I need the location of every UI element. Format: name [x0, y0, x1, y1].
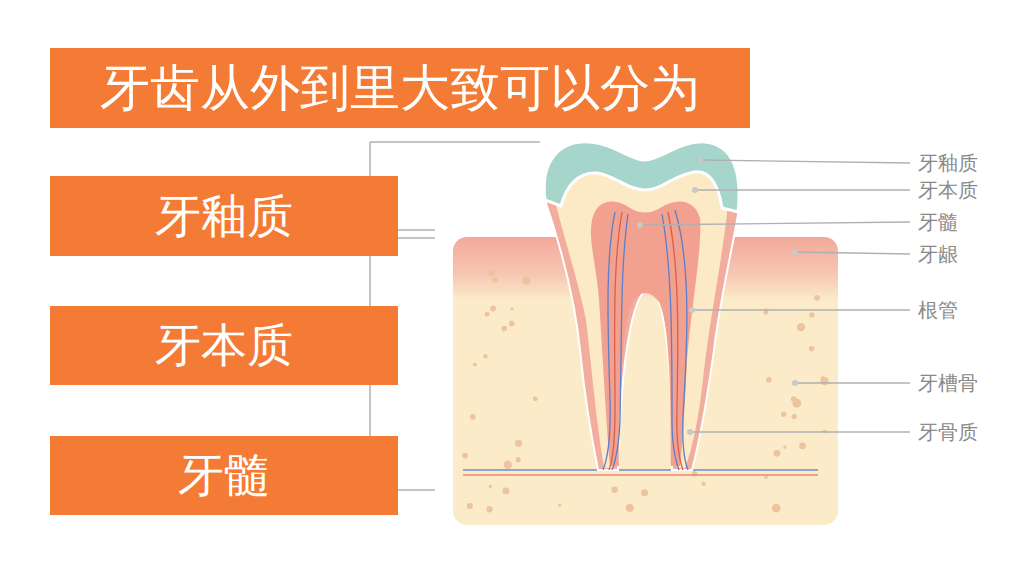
bone-dot [766, 377, 772, 383]
bone-dot [522, 276, 531, 285]
bone-dot [489, 270, 495, 276]
bone-dot [533, 396, 538, 401]
bone-dot [764, 475, 768, 479]
bone-texture [462, 270, 828, 512]
bone-dot [781, 411, 786, 416]
bone-dot [490, 306, 496, 312]
tooth-pulp [591, 201, 700, 466]
part-label: 牙骨质 [916, 421, 980, 443]
bone-dot [462, 453, 468, 459]
bone-dot [488, 485, 491, 488]
bone-dot [799, 442, 806, 449]
bone-dot [558, 504, 561, 507]
title-text: 牙齿从外到里大致可以分为 [100, 61, 700, 116]
part-label: 牙龈 [916, 243, 960, 265]
layer-name: 牙釉质 [155, 191, 293, 242]
bone-dot [515, 440, 522, 447]
part-label: 牙本质 [916, 179, 980, 201]
nerve-line [463, 469, 818, 471]
bone-dot [501, 326, 507, 332]
tooth-dentin [556, 160, 727, 468]
bone-dot [492, 277, 497, 282]
layer-name: 牙本质 [155, 320, 293, 371]
bone-dot [467, 503, 473, 509]
title-band: 牙齿从外到里大致可以分为 [50, 48, 750, 128]
bone-dot [485, 312, 490, 317]
bone-dot [504, 461, 512, 469]
layer-name: 牙髓 [178, 450, 270, 501]
bone-dot [773, 450, 780, 457]
leader-line [640, 160, 910, 432]
part-label: 根管 [916, 299, 960, 321]
layer-box: 牙本质 [50, 306, 398, 385]
bone-dot [809, 312, 815, 318]
bone-dot [509, 321, 515, 327]
leader-dot [637, 157, 798, 435]
bone-dot [503, 487, 510, 494]
bone-dot [792, 399, 801, 408]
bone-dot [820, 377, 828, 385]
part-label: 牙釉质 [916, 152, 980, 174]
bone-dot [511, 307, 514, 310]
tooth-cementum [544, 142, 739, 470]
bone-dot [783, 445, 786, 448]
bone-dot [792, 414, 797, 419]
layer-box: 牙髓 [50, 436, 398, 515]
bone-dot [797, 323, 805, 331]
bone-dot [814, 295, 820, 301]
tooth-enamel [544, 142, 739, 212]
bone-dot [516, 457, 521, 462]
nerves [603, 210, 688, 470]
bone-dot [473, 362, 477, 366]
bone-dot [486, 506, 492, 512]
bone-dot [641, 489, 648, 496]
part-label: 牙髓 [916, 211, 960, 233]
vessel-line [463, 474, 818, 476]
part-label: 牙槽骨 [916, 372, 980, 394]
bone-dot [701, 481, 705, 485]
bone-dot [809, 346, 815, 352]
bone-dot [626, 504, 634, 512]
layer-box: 牙釉质 [50, 176, 398, 256]
bone-dot [470, 414, 476, 420]
bone-dot [483, 354, 487, 358]
bone-dot [611, 487, 617, 493]
bone-dot [772, 504, 781, 513]
